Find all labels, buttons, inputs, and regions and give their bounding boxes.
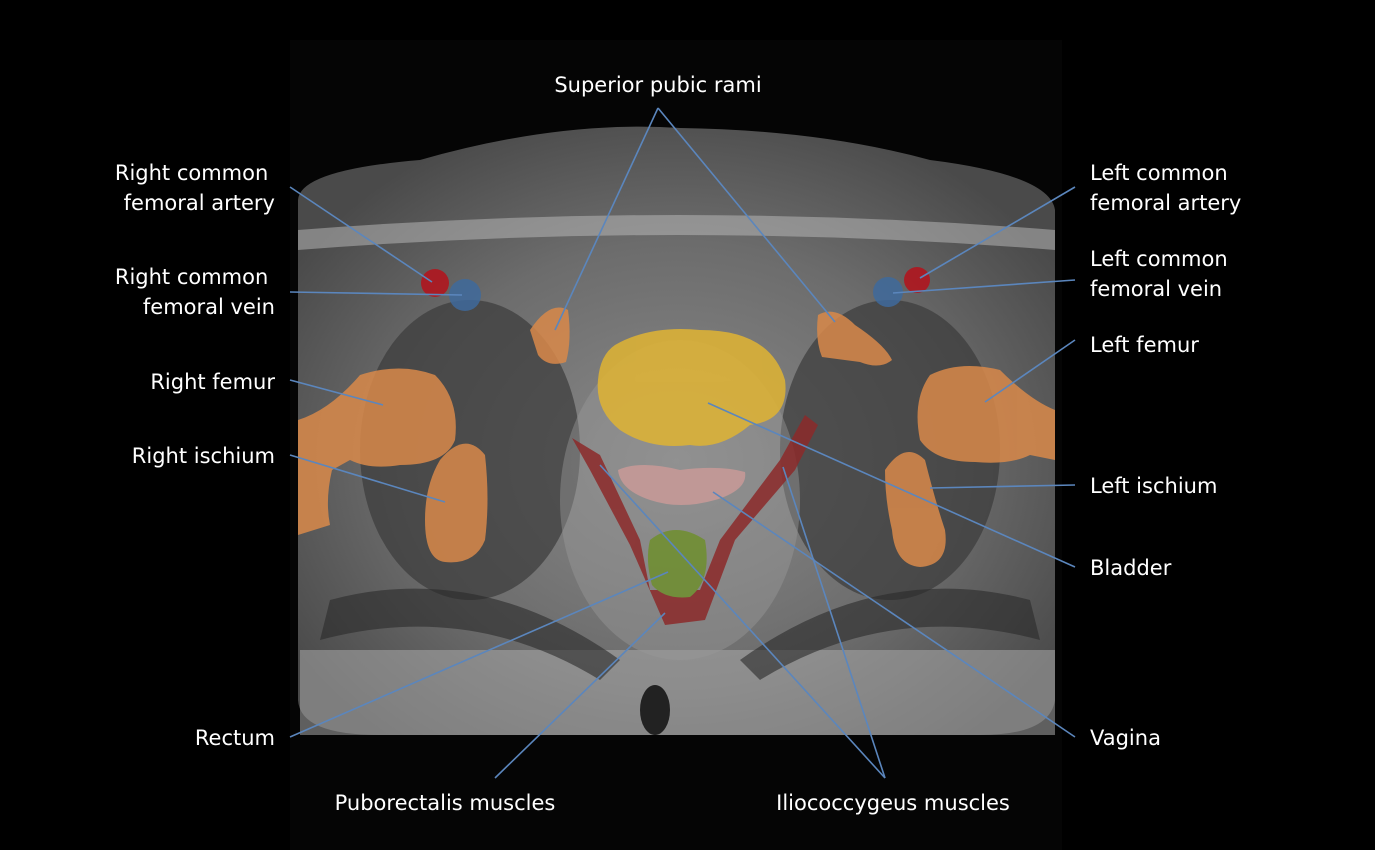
label-line: Left common [1090,247,1228,271]
left-common-femoral-artery [904,267,930,293]
label-left-ischium: Left ischium [1090,474,1217,498]
label-left-femur: Left femur [1090,333,1199,357]
label-left-artery: Left common femoral artery [1090,161,1241,215]
label-bladder: Bladder [1090,556,1172,580]
label-line: femoral artery [124,191,275,215]
left-ischium [885,452,946,567]
right-ischium [425,443,488,563]
right-common-femoral-artery [421,269,449,297]
right-common-femoral-vein [449,279,481,311]
label-iliococcygeus: Iliococcygeus muscles [776,791,1010,815]
rectum [647,530,707,598]
label-puborectalis: Puborectalis muscles [335,791,556,815]
label-line: Right common [115,265,268,289]
label-right-vein: Right common femoral vein [115,265,275,319]
labels: Superior pubic rami Right common femoral… [115,73,1242,815]
label-line: femoral vein [1090,277,1222,301]
iliococcygeus-muscles [572,415,818,625]
label-line: Right common [115,161,268,185]
label-left-vein: Left common femoral vein [1090,247,1234,301]
right-femur [298,368,456,535]
label-right-ischium: Right ischium [132,444,275,468]
label-vagina: Vagina [1090,726,1161,750]
left-common-femoral-vein [873,277,903,307]
label-right-artery: Right common femoral artery [115,161,275,215]
vagina [618,465,746,505]
left-superior-pubic-ramus [817,311,892,366]
label-line: Left common [1090,161,1228,185]
label-line: femoral artery [1090,191,1241,215]
leader-lines [289,107,1076,779]
left-femur [917,366,1055,463]
label-rectum: Rectum [195,726,275,750]
label-superior-pubic-rami: Superior pubic rami [554,73,761,97]
label-right-femur: Right femur [150,370,275,394]
label-line: femoral vein [143,295,275,319]
